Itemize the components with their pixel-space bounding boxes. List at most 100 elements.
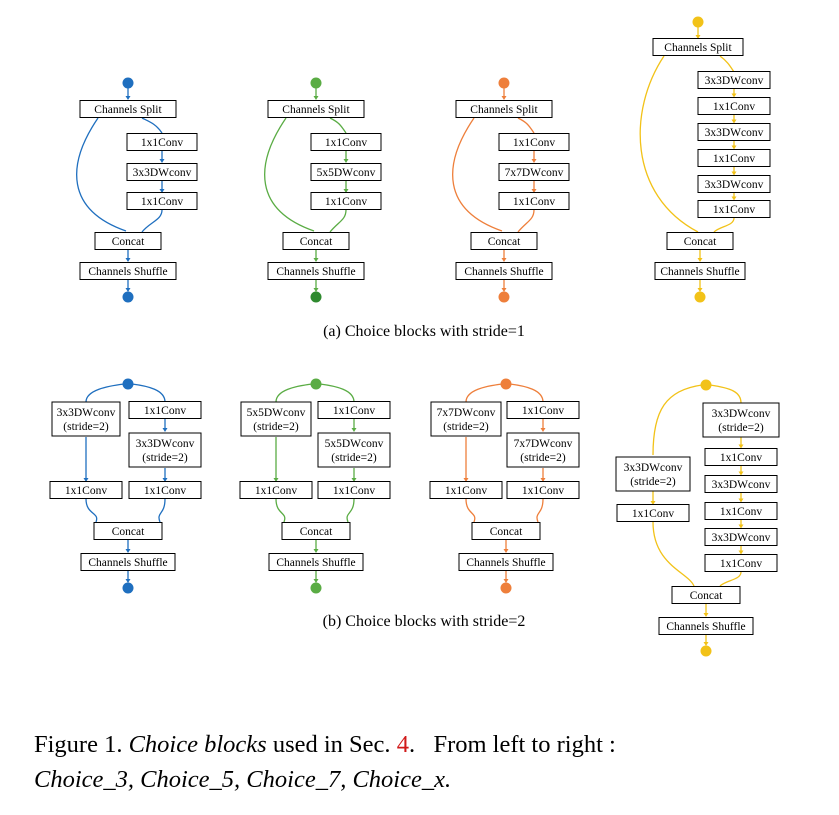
b-choice-7-left-conv1x1: 1x1Conv — [429, 481, 503, 499]
a-choice-x-chain-box-2-label: 1x1Conv — [713, 101, 755, 113]
a-choice-7-dw-to-conv2-edge — [531, 181, 537, 193]
b-choice-x-left-to-concat-edge — [652, 521, 695, 587]
b-choice-x-left-depthwise-conv-stride-label: (stride=2) — [630, 476, 676, 488]
b-choice-3-channels-shuffle-label: Channels Shuffle — [88, 557, 167, 569]
a-choice-5-conv1-to-dw-edge — [343, 151, 349, 163]
a-choice-x-concat-label: Concat — [684, 236, 717, 248]
b-choice-x-channels-shuffle: Channels Shuffle — [658, 617, 754, 635]
b-choice-x-left-conv1x1: 1x1Conv — [616, 504, 690, 522]
b-choice-x-chain-edge-1 — [738, 465, 744, 476]
section-reference-link[interactable]: 4 — [396, 731, 409, 758]
a-choice-5-channels-shuffle: Channels Shuffle — [267, 262, 365, 280]
a-choice-5-conv1x1-top: 1x1Conv — [310, 133, 382, 151]
a-choice-x-input-node — [692, 16, 704, 28]
b-choice-7-right-conv1x1-bottom: 1x1Conv — [506, 481, 580, 499]
b-choice-x-right-to-concat-edge — [719, 571, 742, 587]
b-choice-3-left-conv1x1: 1x1Conv — [49, 481, 123, 499]
subcaption-a: (a) Choice blocks with stride=1 — [323, 323, 525, 340]
b-choice-3-left-depthwise-conv-stride-label: (stride=2) — [63, 421, 109, 433]
b-choice-x-concat: Concat — [671, 586, 741, 604]
a-choice-5-conv1x1-top-label: 1x1Conv — [325, 137, 367, 149]
a-choice-3-channels-split-label: Channels Split — [94, 104, 162, 116]
b-choice-5-input-node — [310, 378, 322, 390]
b-choice-x-left-dw-to-conv-edge — [650, 491, 656, 505]
b-choice-x-right-depthwise-conv: 3x3DWconv(stride=2) — [702, 402, 780, 438]
b-choice-3-output-edge — [125, 571, 131, 583]
b-choice-7-left-depthwise-conv: 7x7DWconv(stride=2) — [430, 401, 502, 437]
b-choice-5-left-conv1x1: 1x1Conv — [239, 481, 313, 499]
a-choice-7-concat-to-shuffle-edge — [501, 250, 507, 262]
b-choice-3-right-conv-to-dw-edge — [162, 419, 168, 432]
b-choice-x-chain-box-3: 1x1Conv — [704, 502, 778, 520]
b-choice-5-output-node — [310, 582, 322, 594]
a-choice-x-chain-box-2: 1x1Conv — [697, 97, 771, 115]
b-choice-7-left-in-edge — [465, 383, 503, 403]
b-choice-7-left-conv1x1-label: 1x1Conv — [445, 485, 487, 497]
b-choice-5-left-depthwise-conv-stride-label: (stride=2) — [253, 421, 299, 433]
b-choice-5-right-dw-to-conv-edge — [351, 468, 357, 482]
b-choice-5-concat: Concat — [281, 522, 351, 540]
b-choice-x-right-depthwise-conv-stride-label: (stride=2) — [718, 422, 764, 434]
b-choice-7-right-dw-to-conv-edge — [540, 468, 546, 482]
a-choice-x-chain-edge-5 — [731, 192, 737, 201]
a-choice-x-chain-edge-2 — [731, 114, 737, 124]
a-choice-7-conv1-to-dw-edge — [531, 151, 537, 163]
a-choice-3-depthwise-conv-label: 3x3DWconv — [133, 167, 192, 179]
b-choice-3-right-conv1x1-top: 1x1Conv — [128, 401, 202, 419]
b-choice-7-concat: Concat — [471, 522, 541, 540]
a-choice-3-branch-to-concat-edge — [141, 209, 163, 233]
b-choice-x-output-node — [700, 645, 712, 657]
b-choice-x-chain-box-3-label: 1x1Conv — [720, 506, 762, 518]
a-choice-7-output-edge — [501, 280, 507, 292]
a-choice-7-channels-shuffle: Channels Shuffle — [455, 262, 553, 280]
b-choice-7-right-conv1x1-bottom-label: 1x1Conv — [522, 485, 564, 497]
b-choice-3-left-in-edge — [85, 383, 125, 403]
a-choice-3-conv1x1-top: 1x1Conv — [126, 133, 198, 151]
a-choice-7-channels-split-label: Channels Split — [470, 104, 538, 116]
b-choice-x-right-in-edge — [709, 384, 742, 404]
a-choice-7-channels-split: Channels Split — [455, 100, 553, 118]
b-choice-x-chain-box-4-label: 3x3DWconv — [712, 532, 771, 544]
b-choice-x-chain-edge-2 — [738, 492, 744, 503]
subcaption-b: (b) Choice blocks with stride=2 — [323, 613, 526, 630]
b-choice-7-right-conv1x1-top-label: 1x1Conv — [522, 405, 564, 417]
a-choice-7-channels-shuffle-label: Channels Shuffle — [464, 266, 543, 278]
a-choice-x-split-to-branch-edge — [719, 55, 735, 73]
b-choice-7-channels-shuffle: Channels Shuffle — [458, 553, 554, 571]
b-choice-x-channels-shuffle-label: Channels Shuffle — [666, 621, 745, 633]
b-choice-x-left-depthwise-conv-label: 3x3DWconv — [624, 462, 683, 474]
a-choice-3-concat-label: Concat — [112, 236, 145, 248]
a-choice-7-conv1x1-top: 1x1Conv — [498, 133, 570, 151]
a-choice-7-input-node — [498, 77, 510, 89]
b-choice-3-right-to-concat-edge — [158, 498, 166, 523]
a-choice-3-conv1x1-top-label: 1x1Conv — [141, 137, 183, 149]
a-choice-x-chain-box-1-label: 3x3DWconv — [705, 75, 764, 87]
b-choice-3-right-depthwise-conv-stride-label: (stride=2) — [142, 452, 188, 464]
caption-line-2: Choice_3, Choice_5, Choice_7, Choice_x. — [34, 766, 452, 793]
a-choice-7-concat-label: Concat — [488, 236, 521, 248]
b-choice-5-right-conv1x1-top: 1x1Conv — [317, 401, 391, 419]
a-choice-x-chain-edge-4 — [731, 166, 737, 176]
a-choice-3-depthwise-conv: 3x3DWconv — [126, 163, 198, 181]
b-choice-5-channels-shuffle: Channels Shuffle — [268, 553, 364, 571]
b-choice-7-output-node — [500, 582, 512, 594]
b-choice-7-right-conv1x1-top: 1x1Conv — [506, 401, 580, 419]
b-choice-3-concat: Concat — [93, 522, 163, 540]
a-choice-x-output-node — [694, 291, 706, 303]
b-choice-5-right-in-edge — [319, 383, 355, 403]
a-choice-7-bypass-edge — [452, 117, 503, 232]
a-choice-x-concat-to-shuffle-edge — [697, 250, 703, 262]
a-choice-x-chain-edge-3 — [731, 140, 737, 150]
caption-line-1: Figure 1. Choice blocks used in Sec. 4. … — [34, 727, 824, 762]
a-choice-x-channels-split-label: Channels Split — [664, 42, 732, 54]
b-choice-3-left-to-concat-edge — [85, 498, 98, 523]
b-choice-x-left-depthwise-conv: 3x3DWconv (stride=2) — [615, 456, 691, 492]
b-choice-7-right-depthwise-conv-stride-label: (stride=2) — [520, 452, 566, 464]
a-choice-7-conv1x1-bottom: 1x1Conv — [498, 192, 570, 210]
a-choice-x-concat: Concat — [666, 232, 734, 250]
b-choice-3-concat-label: Concat — [112, 526, 145, 538]
a-choice-3-output-node — [122, 291, 134, 303]
b-choice-x-left-in-edge — [652, 384, 703, 456]
b-choice-5-output-edge — [313, 571, 319, 583]
a-choice-5-output-node — [310, 291, 322, 303]
